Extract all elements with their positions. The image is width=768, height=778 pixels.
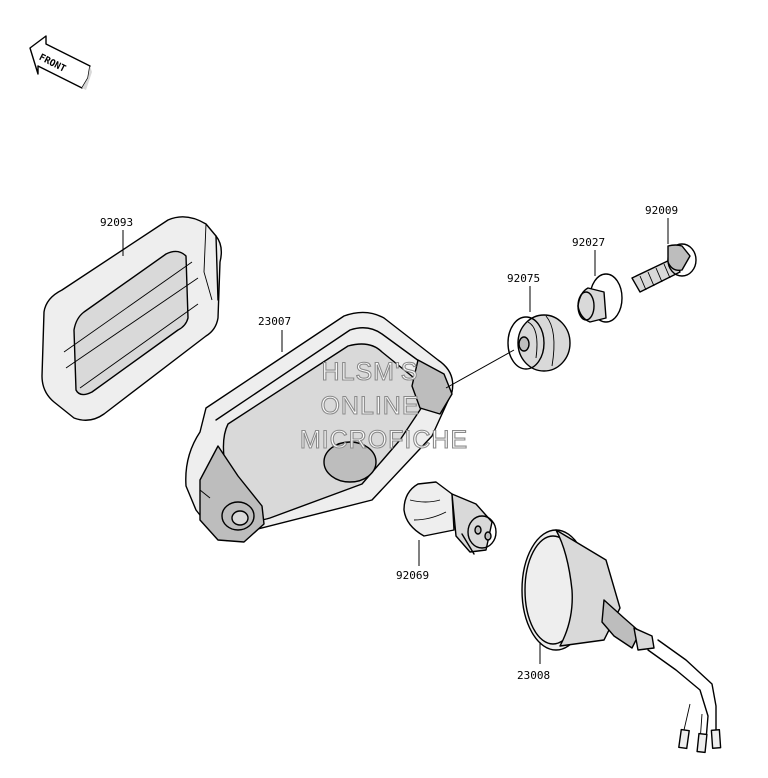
part-number-label: 92069 [396, 569, 429, 582]
front-arrow-icon: FRONT [29, 35, 92, 90]
gasket-part[interactable] [41, 216, 223, 421]
part-number-label: 23008 [517, 669, 550, 682]
collar-part[interactable] [577, 273, 623, 323]
screw-part[interactable] [631, 243, 697, 293]
callout-92075: 92075 [507, 272, 540, 312]
callout-92069: 92069 [396, 540, 429, 582]
callout-23008: 23008 [517, 642, 550, 682]
watermark-line-2: ONLINE [320, 392, 419, 420]
front-label: FRONT [37, 52, 68, 75]
part-number-label: 92075 [507, 272, 540, 285]
callout-92093: 92093 [100, 216, 133, 256]
watermark: HLSM'S ONLINE MICROFICHE [299, 357, 468, 454]
callout-23007: 23007 [258, 315, 291, 352]
grommet-part[interactable] [507, 314, 571, 372]
part-number-label: 92027 [572, 236, 605, 249]
part-number-label: 92009 [645, 204, 678, 217]
watermark-line-1: HLSM'S [322, 358, 419, 386]
callout-92027: 92027 [572, 236, 605, 276]
watermark-line-3: MICROFICHE [300, 426, 468, 454]
socket-part[interactable] [521, 529, 722, 754]
bulb-part[interactable] [403, 481, 497, 555]
housing-part[interactable] [185, 311, 515, 543]
part-number-label: 23007 [258, 315, 291, 328]
part-number-label: 92093 [100, 216, 133, 229]
callout-92009: 92009 [645, 204, 678, 244]
